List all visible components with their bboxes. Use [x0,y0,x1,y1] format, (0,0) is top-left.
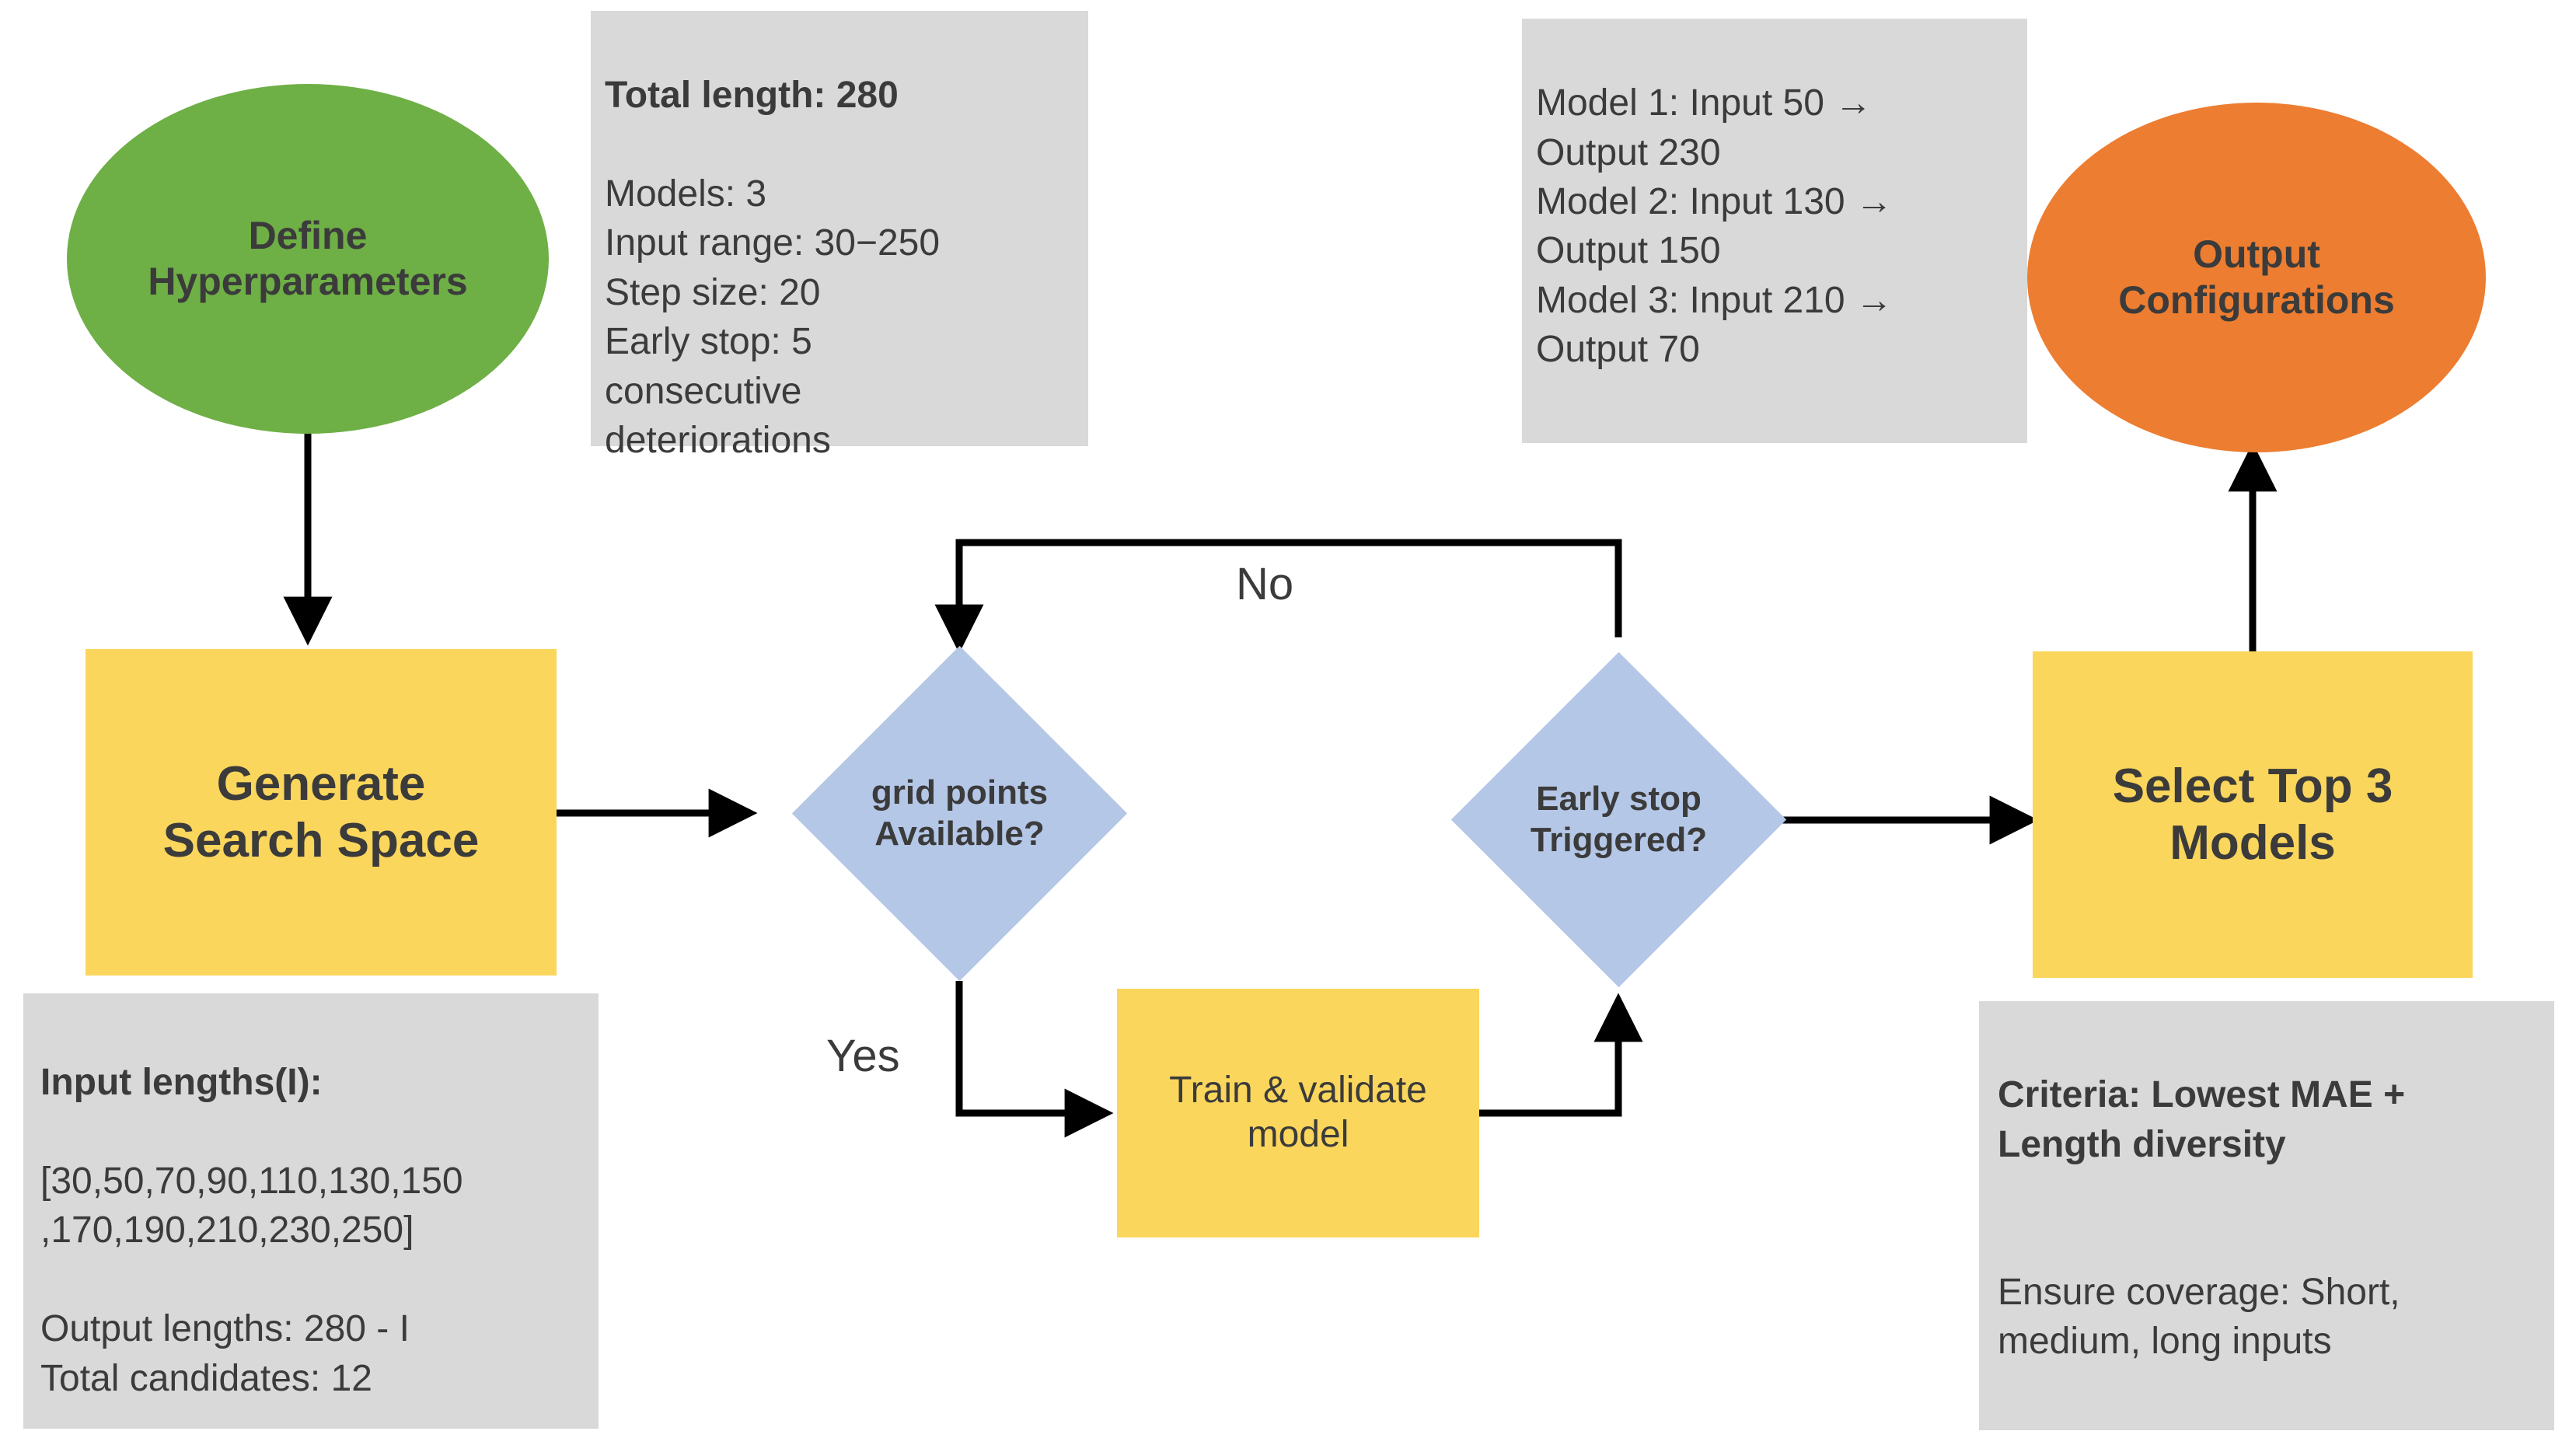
note-selected-models-body: Model 1: Input 50 → Output 230 Model 2: … [1536,82,1893,371]
edge-label-yes: Yes [826,1030,900,1082]
node-generate-search-space[interactable]: Generate Search Space [86,649,557,976]
note-selection-criteria-head: Criteria: Lowest MAE + Length diversity [1998,1074,2406,1165]
node-grid-points-available-label: grid points Available? [871,773,1049,853]
node-define-hyperparameters-label: Define Hyperparameters [148,214,468,303]
note-selected-models: Model 1: Input 50 → Output 230 Model 2: … [1522,19,2027,443]
node-early-stop-triggered-label: Early stop Triggered? [1530,779,1708,859]
note-hyperparameters-body: Models: 3 Input range: 30−250 Step size:… [605,173,941,461]
note-search-space-head: Input lengths(I): [40,1062,323,1104]
note-hyperparameters-content: Total length: 280 Models: 3 Input range:… [605,22,1074,515]
node-generate-search-space-label: Generate Search Space [162,756,480,867]
early-stop-text-wrap: Early stop Triggered? [1457,701,1780,938]
node-train-validate-model-label: Train & validate model [1169,1070,1427,1155]
note-selected-models-content: Model 1: Input 50 → Output 230 Model 2: … [1536,30,2013,424]
grid-points-text-wrap: grid points Available? [798,695,1121,932]
node-define-hyperparameters[interactable]: Define Hyperparameters [67,84,549,434]
edge-label-no: No [1236,558,1293,610]
note-selection-criteria: Criteria: Lowest MAE + Length diversity … [1979,1001,2554,1430]
edge-label-no-text: No [1236,559,1294,609]
node-output-configurations[interactable]: Output Configurations [2027,103,2486,452]
node-early-stop-triggered[interactable]: Early stop Triggered? [1450,651,1787,988]
note-selection-criteria-body: Ensure coverage: Short, medium, long inp… [1998,1271,2400,1363]
edge-label-yes-text: Yes [826,1031,900,1081]
note-hyperparameters-head: Total length: 280 [605,75,899,117]
note-search-space-content: Input lengths(I): [30,50,70,90,110,130,1… [40,1009,581,1452]
node-select-top-3-models-label: Select Top 3 Models [2112,759,2393,870]
note-search-space: Input lengths(I): [30,50,70,90,110,130,1… [23,993,599,1429]
edge-gridpoints-yes-to-train [955,981,1114,1138]
node-grid-points-available[interactable]: grid points Available? [791,645,1128,982]
note-search-space-body: [30,50,70,90,110,130,150 ,170,190,210,23… [40,1161,463,1399]
note-hyperparameters: Total length: 280 Models: 3 Input range:… [591,11,1088,461]
node-train-validate-model[interactable]: Train & validate model [1117,989,1479,1237]
node-output-configurations-label: Output Configurations [2118,232,2395,322]
edge-train-to-earlystop [1479,993,1643,1117]
node-select-top-3-models[interactable]: Select Top 3 Models [2033,651,2473,978]
note-selection-criteria-content: Criteria: Lowest MAE + Length diversity … [1998,1021,2536,1415]
